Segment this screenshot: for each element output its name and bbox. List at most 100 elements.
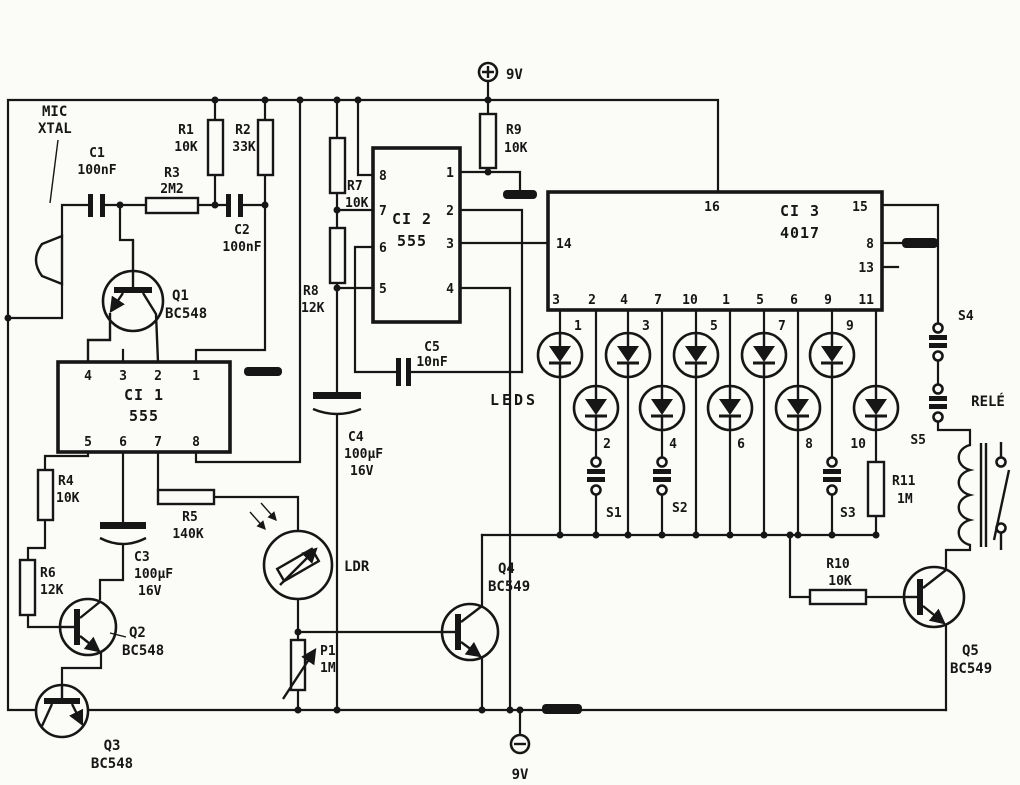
capacitor-c2: C2 100nF — [222, 194, 262, 255]
r3-ref: R3 — [164, 166, 180, 181]
resistor-r6: R6 12K — [18, 558, 64, 617]
light-arrow-1 — [249, 511, 266, 531]
r10-value: 10K — [828, 574, 852, 589]
resistor-r9: R9 10K — [478, 112, 528, 170]
ci3-pin: 4 — [620, 293, 628, 308]
led-numbers: 1 3 5 7 9 2 4 6 8 10 — [574, 319, 866, 452]
r9-ref: R9 — [506, 123, 522, 138]
r6-ref: R6 — [40, 566, 56, 581]
p1-ref: P1 — [320, 644, 336, 659]
power-positive: 9V — [477, 61, 523, 83]
s3-label: S3 — [840, 506, 856, 521]
s4-label: S4 — [958, 309, 974, 324]
switch-s5: S5 — [910, 383, 947, 448]
ic-ci1: CI 1 555 4 3 2 1 5 6 7 8 — [56, 360, 232, 454]
resistor-r3: R3 2M2 — [144, 166, 200, 215]
ci2-pin: 5 — [379, 282, 387, 297]
ci3-pin-15: 15 — [852, 200, 868, 215]
q2-part: BC548 — [122, 643, 164, 659]
ci1-pin: 8 — [192, 435, 200, 450]
q5-part: BC549 — [950, 661, 992, 677]
r9-value: 10K — [504, 141, 528, 156]
switch-s4: S4 — [929, 309, 974, 362]
c3-voltage: 16V — [138, 584, 162, 599]
led-number: 8 — [805, 437, 813, 452]
q4-part: BC549 — [488, 579, 530, 595]
led-3 — [604, 331, 652, 379]
ci2-pin: 2 — [446, 204, 454, 219]
transistor-q1: Q1 BC548 — [86, 240, 207, 363]
led-number: 10 — [850, 437, 866, 452]
q2-ref: Q2 — [129, 625, 146, 641]
leds-label: LEDS — [490, 391, 538, 409]
ci2-pin: 8 — [379, 169, 387, 184]
r3-value: 2M2 — [160, 182, 183, 197]
ci1-pin: 7 — [154, 435, 162, 450]
capacitor-c5: C5 10nF — [396, 340, 448, 386]
junction-dots — [4, 96, 880, 714]
r11-value: 1M — [897, 492, 913, 507]
ci3-pin: 1 — [722, 293, 730, 308]
potentiometer-p1: P1 1M — [281, 638, 336, 700]
ci3-pin: 3 — [552, 293, 560, 308]
q1-part: BC548 — [165, 306, 207, 322]
led-1 — [536, 331, 584, 379]
ci3-pin: 2 — [588, 293, 596, 308]
led-5 — [672, 331, 720, 379]
led-4 — [638, 384, 686, 432]
led-row-bottom — [572, 384, 900, 432]
ci1-pin: 3 — [119, 369, 127, 384]
led-2 — [572, 384, 620, 432]
led-number: 4 — [669, 437, 677, 452]
c5-value: 10nF — [416, 355, 447, 370]
transistor-q5: Q5 BC549 — [902, 565, 992, 677]
resistor-r5: R5 140K — [156, 488, 216, 542]
r4-value: 10K — [56, 491, 80, 506]
c3-value: 100µF — [134, 567, 173, 582]
r6-value: 12K — [40, 583, 64, 598]
ci3-pin: 5 — [756, 293, 764, 308]
r7-value: 10K — [345, 196, 369, 211]
ldr-label: LDR — [344, 559, 370, 575]
resistor-r7: R7 10K — [328, 136, 369, 211]
ci3-part: 4017 — [780, 224, 820, 242]
ci3-pin-14: 14 — [556, 237, 572, 252]
c4-ref: C4 — [348, 430, 364, 445]
ci2-ref: CI 2 — [392, 210, 432, 228]
ci1-pin: 1 — [192, 369, 200, 384]
mic: MIC XTAL — [34, 104, 72, 286]
power-plus-label: 9V — [506, 67, 523, 83]
q3-ref: Q3 — [104, 738, 121, 754]
c4-value: 100µF — [344, 447, 383, 462]
r2-value: 33K — [232, 140, 256, 155]
led-number: 3 — [642, 319, 650, 334]
ci3-pin: 7 — [654, 293, 662, 308]
r5-value: 140K — [172, 527, 203, 542]
resistor-r4: R4 10K — [36, 468, 80, 522]
connector-bars — [244, 190, 938, 714]
led-number: 9 — [846, 319, 854, 334]
ci1-pin: 5 — [84, 435, 92, 450]
r11-ref: R11 — [892, 474, 916, 489]
led-number: 1 — [574, 319, 582, 334]
ci1-part: 555 — [129, 407, 159, 425]
ic-ci3: CI 3 4017 16 15 14 8 13 11 3 2 4 7 10 1 … — [546, 190, 884, 312]
ci3-pin-11: 11 — [858, 293, 874, 308]
resistor-r8: R8 12K — [301, 226, 347, 316]
ci2-pin: 4 — [446, 282, 454, 297]
c2-ref: C2 — [234, 223, 250, 238]
power-negative: 9V — [509, 733, 531, 783]
transistor-q3: Q3 BC548 — [34, 683, 133, 772]
led-number: 2 — [603, 437, 611, 452]
resistor-r11: R11 1M — [866, 460, 916, 518]
q4-ref: Q4 — [498, 561, 515, 577]
r5-ref: R5 — [182, 510, 198, 525]
power-minus-label: 9V — [512, 767, 529, 783]
led-8 — [774, 384, 822, 432]
capacitor-c1: C1 100nF — [77, 146, 117, 217]
s5-label: S5 — [910, 433, 926, 448]
led-10 — [852, 384, 900, 432]
r4-ref: R4 — [58, 474, 74, 489]
led-9 — [808, 331, 856, 379]
